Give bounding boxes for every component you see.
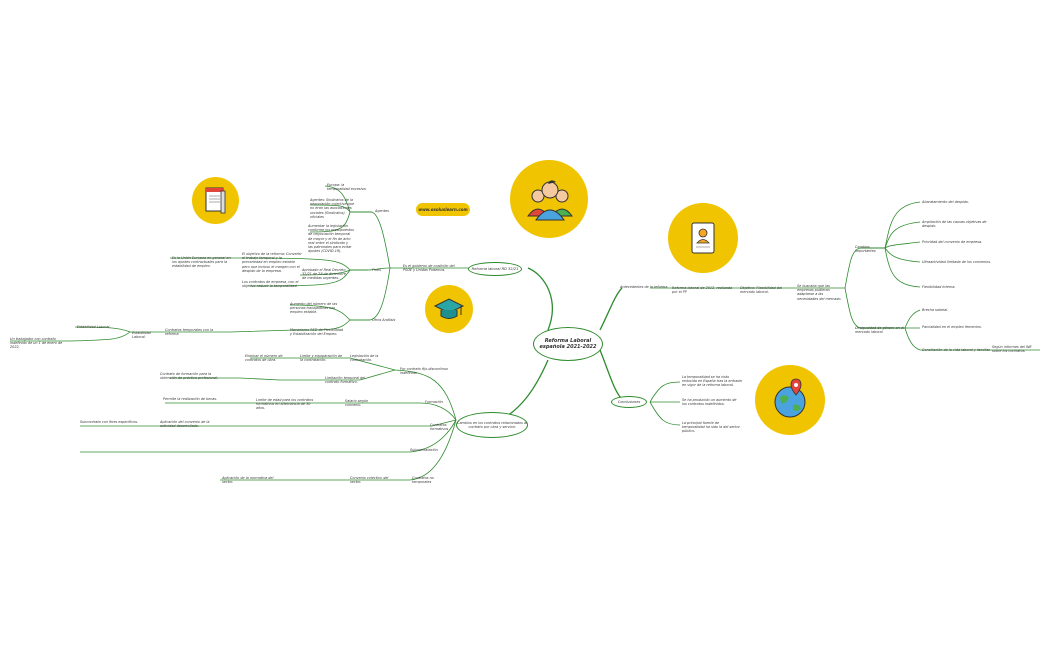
document-icon [192,177,239,224]
cambios-item: Ampliación de las causas objetivas de de… [922,220,987,229]
b2-chain: Aplicación del convenio de la actividad … [160,420,210,429]
conclusion-item: La temporalidad se ha visto reducida en … [682,375,742,388]
cambios-item: Abaratamiento del despido. [922,200,970,204]
cambios-item: Ultraactividad limitada de los convenios… [922,260,992,264]
otros-sub-item: Estabilidad Laboral. [132,331,151,340]
b2-chain: Limite y equiparación de la contratación… [300,354,343,363]
otros-sub-label: Contratos temporales con la reforma [165,328,214,337]
branch-conclusiones-label: Conclusiones [617,400,641,404]
b2-chain: Legislación de la contratación. [350,354,379,363]
b2-item-label: Contratos no temporales [412,476,434,485]
desigualdad-extra: Según informes del INE sobre los contrat… [992,345,1032,354]
conclusion-item: La principal fuente de temporalidad ha s… [682,421,740,434]
cambios-item: Prioridad del convenio de empresa. [922,240,983,244]
fines-label: Fines [372,268,381,272]
b2-item-label: Por contrato fijo-discontinuo indefinido [400,367,448,376]
b2-item-label: Contratos formativos [430,423,449,432]
branch-reforma-rd-label: Reforma laboral RD 32/21 [471,267,519,271]
central-topic[interactable]: Reforma Laboral española 2021-2022 [533,327,603,361]
branch-antecedentes[interactable]: Antecedentes de la reforma [620,285,668,289]
central-topic-label: Reforma Laboral española 2021-2022 [539,338,597,350]
branch-conclusiones[interactable]: Conclusiones [611,396,647,408]
desigualdad-item: Conciliación de la vida laboral y famili… [922,348,991,352]
desigualdad-item: Brecha salarial. [922,308,949,312]
b2-chain: Permite la realización de becas. [163,397,218,401]
agentes-label: Agentes [375,209,389,213]
otros-item: Mecanismo RED de Flexibilidad y Estabili… [290,328,344,337]
otros-item: Aumento del número de las personas traba… [290,302,338,315]
fines-item: Aprobado el Real Decreto 32/21 de 28 de … [302,268,346,281]
branch-reforma-rd[interactable]: Reforma laboral RD 32/21 [468,262,522,276]
branch-cambios-contratos-label: Cambios en los contratos relacionados al… [457,421,527,429]
otros-sub-item: Estabilidad Laboral. [77,325,111,329]
graduation-cap-icon [425,285,473,333]
desigualdad-item: Parcialidad en el empleo femenino. [922,325,982,329]
id-card-icon [668,203,738,273]
people-icon [510,160,588,238]
cambios-label: Cambios importantes [855,245,876,254]
fines-item: El objetivo de la reforma: Convertir el … [242,252,302,273]
b3-sub-label: Reforma laboral de 2012, realizada por e… [672,286,732,295]
cambios-item: Flexibilidad interna. [922,285,956,289]
b1-antecedente: Es el gobierno de coalición del PSOE y U… [403,264,455,273]
otros-sub-item: Un trabajador con contrato indefinido de… [10,337,63,350]
agentes-item: Europa: la temporalidad excesiva. [327,183,367,192]
b2-chain: Eliminar el número de contratos de obra. [245,354,283,363]
branch-cambios-contratos[interactable]: Cambios en los contratos relacionados al… [456,412,528,438]
agentes-item: Agentes: Sindicatos de la negociación co… [310,198,355,219]
b2-chain: Limitación temporal del contrato formati… [325,376,366,385]
b2-chain: Contrato de formación para la obtención … [160,372,218,381]
agentes-item: Aumentar la legislación conforme los pre… [308,224,354,254]
website-label: www.osoluslearn.com [418,207,468,212]
b2-chain: Subcontrata con fines específicos. [80,420,139,424]
b2-chain: Limite de edad para los contratos format… [256,398,314,411]
b3-chain: Se buscaba que las empresas pudieran ada… [797,284,842,301]
b2-chain: Convenio colectivo del sector. [350,476,389,485]
desigualdad-label: Desigualdad de género en el mercado labo… [855,326,904,335]
fines-item: Los contratos de empresa, con el objetiv… [242,280,299,289]
b2-item-label: Subcontratación [410,448,438,452]
b2-chain: Salario según convenio. [345,399,369,408]
b2-item-label: Formación [425,400,443,404]
otros-label: Otros Análisis [372,318,396,322]
b2-chain: Aplicación de la normativa del sector. [222,476,274,485]
website-badge[interactable]: www.osoluslearn.com [416,203,470,216]
conclusion-item: Se ha producido un aumento de los contra… [682,398,737,407]
b3-chain: Objetivo: Flexibilidad del mercado labor… [740,286,782,295]
fines-extra: Es la Unión Europea en general en los aj… [172,256,231,269]
globe-location-icon [755,365,825,435]
